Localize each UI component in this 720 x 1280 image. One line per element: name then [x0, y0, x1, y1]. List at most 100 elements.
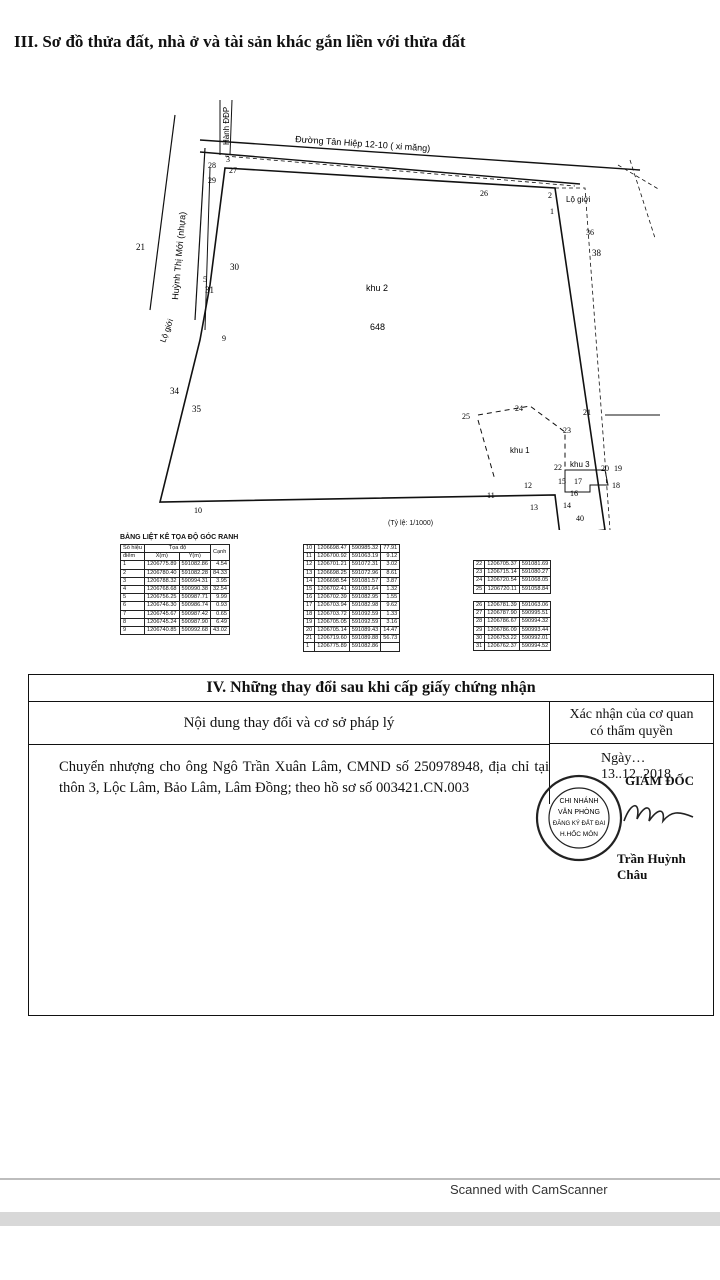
- land-parcel-map: Đường Tân Hiệp 12-10 ( xi măng) Huỳnh Th…: [136, 99, 661, 530]
- parcel-outline: [158, 167, 606, 530]
- point-12: 12: [524, 481, 532, 490]
- coord-cell: 1206753.22: [484, 633, 520, 644]
- coord-cell: 9.99: [210, 593, 230, 603]
- bottom-bar: [0, 1212, 720, 1226]
- coord-cell: 590986.74: [178, 601, 212, 611]
- zone-1-outline: [477, 405, 566, 481]
- coord-cell: 27: [472, 609, 486, 619]
- coord-table-title: BẢNG LIỆT KÊ TỌA ĐỘ GÓC RANH: [120, 534, 239, 541]
- point-1: 1: [550, 207, 554, 216]
- coord-cell: 1206701.21: [314, 560, 350, 570]
- coord-cell: 32.54: [210, 585, 230, 595]
- coord-cell: 590990.38: [178, 585, 212, 595]
- coord-cell: 16: [302, 593, 316, 603]
- coord-cell: 590987.71: [178, 593, 212, 603]
- coord-cell: 591092.59: [348, 609, 382, 619]
- coord-cell: 1206698.54: [314, 576, 350, 587]
- neighbor-38: 38: [592, 248, 602, 258]
- coord-cell: 25: [472, 584, 486, 594]
- coord-cell: 1206720.54: [484, 576, 520, 586]
- coord-cell: 43.02: [210, 626, 230, 636]
- coord-cell: 591058.84: [518, 584, 552, 594]
- coord-cell: 1206740.85: [143, 626, 180, 636]
- point-19: 19: [614, 464, 622, 473]
- official-stamp-icon: CHI NHÁNH VĂN PHÒNG ĐĂNG KÝ ĐẤT ĐAI H.HỐ…: [535, 774, 623, 862]
- coord-cell: 9.12: [380, 552, 401, 562]
- coord-cell: 3.87: [380, 576, 401, 587]
- col-header-confirm: Xác nhận của cơ quan có thẩm quyền: [550, 702, 713, 744]
- coord-cell: 21: [302, 634, 316, 644]
- coord-cell: 1: [302, 642, 316, 652]
- point-27: 27: [229, 166, 237, 175]
- coord-cell: 1206745.67: [143, 609, 180, 619]
- coord-cell: 1206786.67: [484, 617, 520, 627]
- section-4-title: IV. Những thay đổi sau khi cấp giấy chứn…: [29, 675, 713, 702]
- map-scale: (Tỷ lệ: 1/1000): [388, 520, 434, 527]
- coord-cell: 0.93: [210, 601, 230, 611]
- point-10: 10: [194, 506, 202, 515]
- point-29: 29: [208, 176, 216, 185]
- coord-cell: 4: [120, 585, 145, 595]
- left-road-line-short2: [229, 99, 233, 156]
- coord-cell: 1206756.25: [143, 593, 180, 603]
- point-24: 24: [515, 404, 523, 413]
- stamp-line-1: CHI NHÁNH: [560, 796, 599, 805]
- coord-cell: 1206702.41: [314, 585, 350, 595]
- coord-cell: 84.33: [210, 568, 230, 578]
- coord-cell: 19: [302, 617, 316, 628]
- coord-cell: 11: [302, 552, 316, 562]
- section-4-box: IV. Những thay đổi sau khi cấp giấy chứn…: [28, 674, 714, 1016]
- coord-cell: 14: [302, 576, 316, 587]
- th-x: X(m): [143, 552, 180, 562]
- coord-cell: 1206700.92: [314, 552, 350, 562]
- coord-cell: 1206775.89: [143, 560, 180, 570]
- coord-cell: 591081.69: [518, 559, 552, 570]
- coord-cell: 1206768.68: [143, 585, 180, 595]
- confirm-date: Ngày…13..12..2018: [601, 751, 671, 782]
- point-5: 5: [203, 275, 207, 284]
- point-11: 11: [487, 491, 495, 500]
- coord-cell: 1206715.14: [484, 568, 520, 578]
- coord-cell: 0.65: [210, 609, 230, 619]
- zone-1-label: khu 1: [510, 446, 530, 455]
- coord-cell: 12: [302, 560, 316, 570]
- coord-cell: 590985.32: [348, 543, 382, 554]
- coord-cell: 590995.51: [518, 609, 552, 619]
- coord-cell: 3: [120, 576, 145, 587]
- neighbor-21: 21: [136, 242, 145, 252]
- zone-2-area: 648: [370, 322, 385, 332]
- left-road-line-inner: [194, 147, 206, 321]
- coord-cell: 591089.88: [348, 634, 382, 644]
- point-18: 18: [612, 481, 620, 490]
- coord-cell: 20: [302, 626, 316, 636]
- stamp-line-3: ĐĂNG KÝ ĐẤT ĐAI: [553, 820, 606, 827]
- coord-cell: 8: [120, 617, 145, 628]
- coord-cell: 1.32: [380, 585, 401, 595]
- coord-cell: 14.47: [380, 626, 401, 636]
- coord-cell: 1206787.90: [484, 609, 520, 619]
- signer-position: GIÁM ĐỐC: [625, 773, 694, 788]
- th-point: Số hiệu: [120, 543, 145, 554]
- point-22: 22: [554, 463, 562, 472]
- coord-cell: 26: [472, 600, 486, 611]
- parcel-right-lo-gioi: [555, 187, 611, 530]
- th-point2: điểm: [120, 552, 145, 562]
- coord-cell: 9.62: [380, 601, 401, 611]
- coord-cell: 590987.42: [178, 609, 212, 619]
- scan-separator: [0, 1178, 720, 1180]
- point-21: 21: [583, 408, 591, 417]
- coord-cell: 590994.31: [178, 576, 212, 587]
- lo-gioi-left-label: Lộ giới: [158, 317, 175, 343]
- point-28: 28: [208, 161, 216, 170]
- coord-cell: 9: [120, 626, 145, 636]
- coord-cell: 4.54: [210, 560, 230, 570]
